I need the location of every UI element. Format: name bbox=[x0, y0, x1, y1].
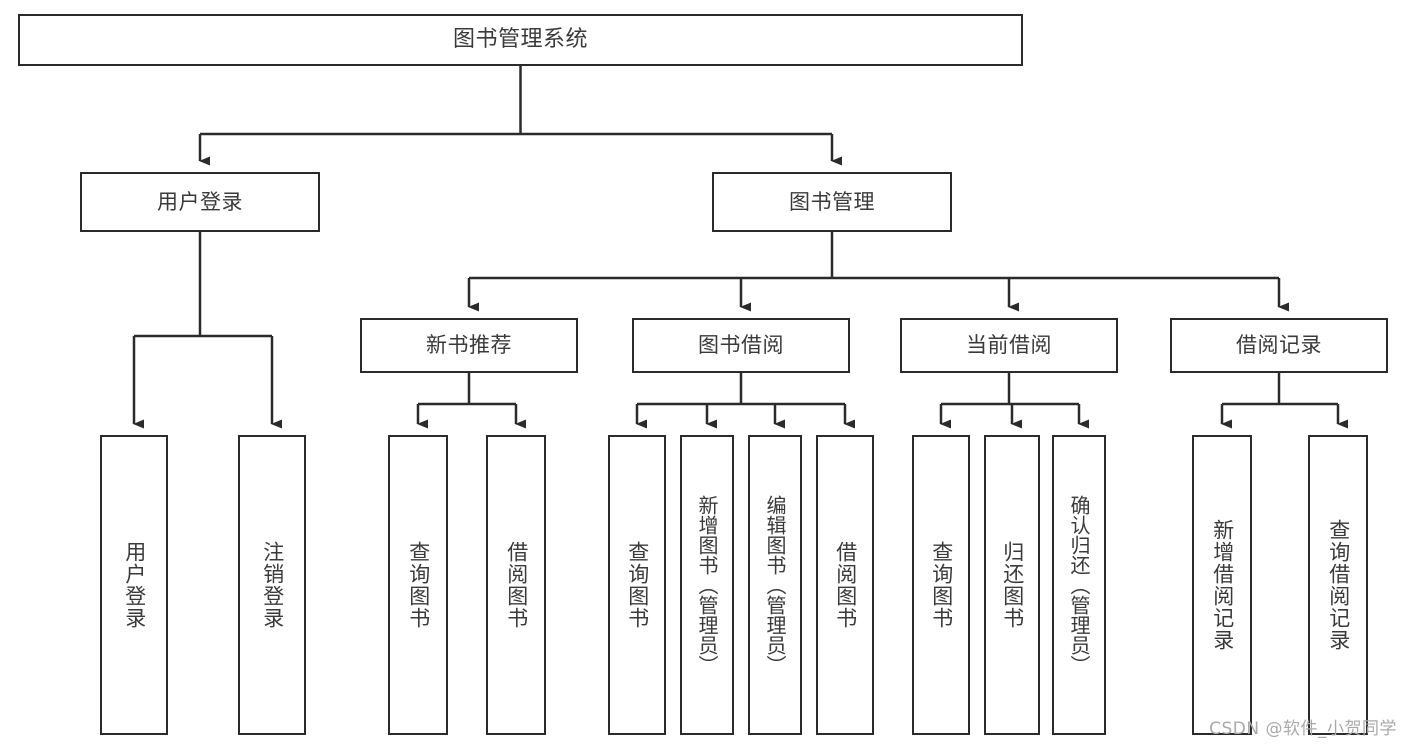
node-label: 新增借阅记录 bbox=[1210, 519, 1235, 651]
node-label: 新增图书（管理员） bbox=[695, 495, 719, 675]
connector-bus bbox=[418, 373, 516, 406]
connector-bus bbox=[637, 373, 845, 406]
connector-bus bbox=[469, 232, 1279, 280]
node-l3-新书推荐[interactable]: 新书推荐 bbox=[360, 318, 578, 373]
node-leaf-新增借阅记录-11[interactable]: 新增借阅记录 bbox=[1192, 435, 1252, 735]
node-label: 借阅图书 bbox=[504, 541, 529, 629]
node-label: 图书管理系统 bbox=[452, 27, 588, 53]
node-l2-用户登录[interactable]: 用户登录 bbox=[80, 172, 320, 232]
node-leaf-归还图书-9[interactable]: 归还图书 bbox=[984, 435, 1040, 735]
node-label: 查询图书 bbox=[406, 541, 431, 629]
connector-bus bbox=[200, 66, 832, 136]
node-root-图书管理系统[interactable]: 图书管理系统 bbox=[18, 14, 1023, 66]
node-label: 当前借阅 bbox=[966, 333, 1052, 358]
node-label: 用户登录 bbox=[122, 541, 147, 629]
node-l3-当前借阅[interactable]: 当前借阅 bbox=[900, 318, 1118, 373]
node-label: 查询借阅记录 bbox=[1326, 519, 1351, 651]
node-label: 新书推荐 bbox=[426, 333, 512, 358]
watermark-label: CSDN @软件_小贺同学 bbox=[1209, 719, 1397, 739]
node-leaf-用户登录-0[interactable]: 用户登录 bbox=[100, 435, 168, 735]
node-l3-借阅记录[interactable]: 借阅记录 bbox=[1170, 318, 1388, 373]
connector-bus bbox=[941, 373, 1079, 406]
node-label: 注销登录 bbox=[260, 541, 285, 629]
node-leaf-借阅图书-3[interactable]: 借阅图书 bbox=[486, 435, 546, 735]
node-leaf-编辑图书管理员-6[interactable]: 编辑图书（管理员） bbox=[748, 435, 802, 735]
node-label: 确认归还（管理员） bbox=[1067, 495, 1091, 675]
node-leaf-注销登录-1[interactable]: 注销登录 bbox=[238, 435, 306, 735]
connector-bus bbox=[1222, 373, 1338, 406]
node-label: 图书借阅 bbox=[698, 333, 784, 358]
node-label: 编辑图书（管理员） bbox=[763, 495, 787, 675]
node-leaf-借阅图书-7[interactable]: 借阅图书 bbox=[816, 435, 874, 735]
node-leaf-确认归还管理员-10[interactable]: 确认归还（管理员） bbox=[1052, 435, 1106, 735]
node-label: 图书管理 bbox=[789, 189, 875, 214]
node-leaf-查询借阅记录-12[interactable]: 查询借阅记录 bbox=[1308, 435, 1368, 735]
node-l3-图书借阅[interactable]: 图书借阅 bbox=[632, 318, 850, 373]
node-label: 借阅记录 bbox=[1236, 333, 1322, 358]
node-leaf-查询图书-4[interactable]: 查询图书 bbox=[608, 435, 666, 735]
node-label: 归还图书 bbox=[1000, 541, 1025, 629]
node-label: 用户登录 bbox=[157, 189, 243, 214]
connector-bus bbox=[134, 232, 272, 338]
node-leaf-新增图书管理员-5[interactable]: 新增图书（管理员） bbox=[680, 435, 734, 735]
node-label: 借阅图书 bbox=[833, 541, 858, 629]
node-l2-图书管理[interactable]: 图书管理 bbox=[712, 172, 952, 232]
node-label: 查询图书 bbox=[625, 541, 650, 629]
node-label: 查询图书 bbox=[929, 541, 954, 629]
node-leaf-查询图书-2[interactable]: 查询图书 bbox=[388, 435, 448, 735]
node-leaf-查询图书-8[interactable]: 查询图书 bbox=[912, 435, 970, 735]
